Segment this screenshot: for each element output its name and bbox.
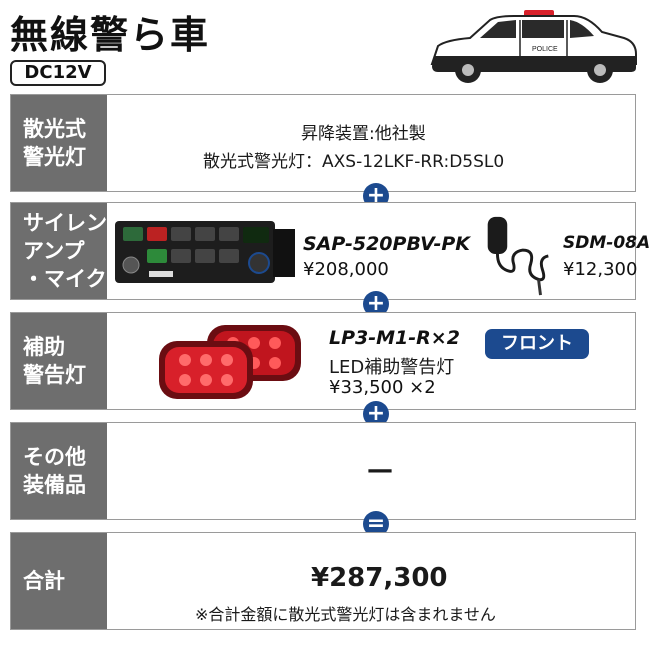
row-label: 散光式 警光灯	[11, 95, 107, 191]
row-light-bar: 散光式 警光灯 昇降装置:他社製 散光式警光灯：AXS-12LKF-RR:D5S…	[10, 94, 636, 192]
total-price: ¥287,300	[311, 563, 448, 593]
row-label: サイレン アンプ ・マイク	[11, 203, 107, 299]
row-label: その他 装備品	[11, 423, 107, 519]
car-door-text: POLICE	[532, 46, 558, 53]
row-aux-light: 補助 警告灯 LP3-M1-R×2 LED補助警告灯 ¥33,500 ×2	[10, 312, 636, 410]
row-total: 合計 ¥287,300 ※合計金額に散光式警光灯は含まれません	[10, 532, 636, 630]
warning-light-icon	[159, 325, 301, 399]
siren-amp-price: ¥208,000	[303, 259, 389, 280]
siren-amp-model: SAP-520PBV-PK	[303, 233, 471, 255]
row-label: 補助 警告灯	[11, 313, 107, 409]
row-label: 合計	[11, 533, 107, 629]
page-title: 無線警ら車	[10, 13, 211, 57]
row-siren-amp: サイレン アンプ ・マイク SAP-520PBV-PK ¥208,000 SDM…	[10, 202, 650, 300]
row-other-equipment: その他 装備品 —	[10, 422, 636, 520]
aux-light-model: LP3-M1-R×2	[329, 327, 460, 349]
other-equipment-value: —	[367, 455, 393, 485]
police-car-icon: POLICE	[430, 10, 637, 83]
total-note: ※合計金額に散光式警光灯は含まれません	[195, 605, 496, 624]
microphone-icon	[487, 216, 549, 296]
lift-device-text: 昇降装置:他社製	[301, 124, 426, 144]
mic-price: ¥12,300	[563, 259, 638, 280]
aux-light-price: ¥33,500 ×2	[329, 377, 436, 398]
voltage-badge: DC12V	[10, 60, 106, 86]
siren-amp-icon	[115, 221, 295, 283]
aux-light-desc: LED補助警告灯	[329, 357, 455, 378]
front-badge: フロント	[485, 329, 589, 359]
light-bar-model-text: 散光式警光灯：AXS-12LKF-RR:D5SL0	[203, 152, 505, 172]
mic-model: SDM-08A	[563, 233, 650, 253]
